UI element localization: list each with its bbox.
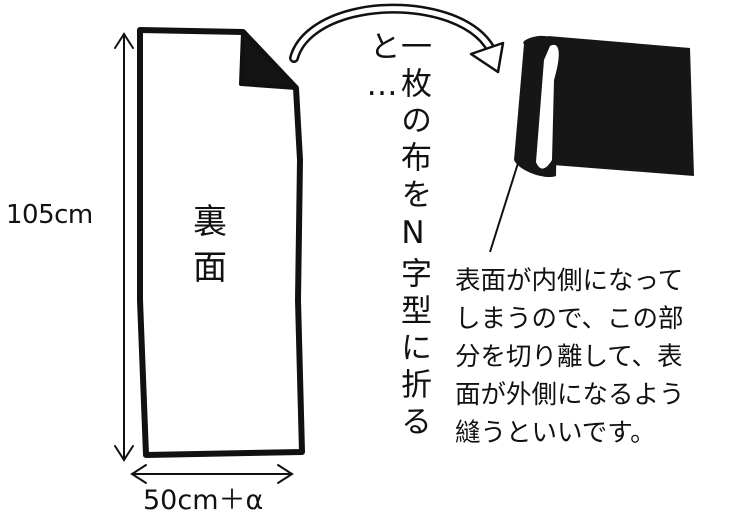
back-side-char: 面 — [193, 247, 227, 288]
note-line: 表面が内側になって — [455, 266, 684, 296]
note-line: 分を切り離して、表 — [455, 342, 683, 372]
instruction-note: 表面が内側になって しまうので、この部 分を切り離して、表 面が外側になるよう … — [455, 262, 737, 452]
height-label: 105cm — [6, 200, 93, 230]
fabric-strip — [137, 27, 305, 458]
width-label: 50cm＋α — [143, 485, 264, 516]
width-dimension-arrow — [130, 464, 294, 484]
note-line: しまうので、この部 — [455, 304, 684, 334]
height-dimension-arrow — [114, 32, 134, 462]
curved-flow-arrow — [289, 3, 505, 74]
folded-result-swatch — [514, 35, 694, 178]
note-line: 縫うといいです。 — [455, 418, 656, 448]
note-line: 面が外側になるよう — [455, 380, 685, 410]
pointer-line — [489, 159, 520, 253]
folded-corner — [239, 30, 298, 90]
back-side-label: 裏 面 — [190, 200, 230, 292]
back-side-char: 裏 — [193, 202, 227, 242]
fold-caption: 一枚の布をN字型に折ると… — [364, 30, 431, 442]
